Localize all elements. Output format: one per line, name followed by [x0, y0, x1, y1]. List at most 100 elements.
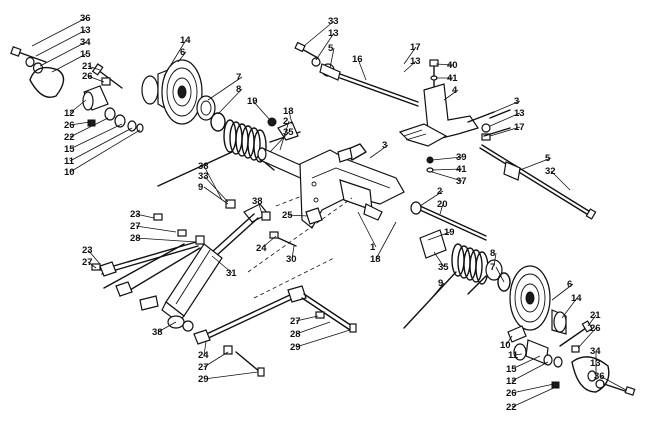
leader-line [135, 225, 177, 233]
part-callout-2: 2 [437, 186, 442, 197]
part-callout-38: 38 [152, 327, 163, 338]
part-callout-4: 4 [452, 85, 458, 96]
leader-line [303, 20, 335, 47]
part-callout-21: 21 [590, 310, 601, 321]
part-callout-21: 21 [82, 61, 93, 72]
reference-line-3 [275, 195, 303, 207]
part-callout-10: 10 [500, 340, 511, 351]
part-callout-15: 15 [506, 364, 517, 375]
part-callout-36: 36 [80, 13, 91, 24]
leader-line [69, 121, 91, 126]
leader-line [551, 283, 574, 301]
leader-line [211, 255, 233, 274]
part-callout-38: 38 [198, 161, 209, 172]
leader-line [288, 110, 293, 125]
lower-links [91, 213, 205, 311]
leader-line [357, 58, 367, 81]
leader-line [291, 245, 295, 260]
part-callout-33: 33 [328, 16, 339, 27]
leader-line [203, 371, 259, 380]
leader-line [329, 47, 335, 69]
part-callout-26: 26 [64, 120, 75, 131]
reference-line-1 [247, 197, 353, 273]
part-callout-31: 31 [226, 268, 237, 279]
leader-line [287, 214, 309, 217]
leader-line [599, 375, 627, 391]
leader-line [295, 329, 351, 348]
part-callout-7: 7 [236, 72, 241, 83]
leader-line [279, 120, 290, 151]
leader-line [87, 65, 101, 71]
leader-line [87, 249, 101, 265]
part-callout-20: 20 [437, 199, 448, 210]
leader-line [433, 251, 445, 268]
callout-leaders [31, 17, 627, 408]
leader-line [493, 100, 521, 113]
part-callout-13: 13 [80, 25, 91, 36]
part-callout-27: 27 [290, 316, 301, 327]
leader-line [511, 355, 541, 370]
shaft-20 [410, 201, 487, 241]
leader-line [375, 221, 397, 260]
part-callout-37: 37 [456, 176, 467, 187]
part-callout-11: 11 [508, 350, 519, 361]
leader-line [135, 237, 197, 243]
part-callout-13: 13 [328, 28, 339, 39]
leader-line [295, 321, 331, 335]
part-callout-7: 7 [490, 262, 495, 273]
leader-line [431, 168, 463, 171]
upper-pivot-shaft [294, 41, 419, 107]
part-callout-33: 33 [198, 171, 209, 182]
part-callout-9: 9 [198, 182, 203, 193]
leader-line [203, 165, 223, 201]
part-callout-2: 2 [283, 116, 288, 127]
part-callout-24: 24 [256, 243, 267, 254]
leader-line [429, 282, 445, 301]
part-callout-26: 26 [506, 388, 517, 399]
leader-line [431, 171, 463, 182]
part-callout-17: 17 [514, 122, 525, 133]
leader-line [427, 231, 451, 241]
part-callout-23: 23 [82, 245, 93, 256]
leader-line [69, 123, 123, 150]
part-callout-22: 22 [64, 132, 75, 143]
part-callout-27: 27 [82, 257, 93, 268]
part-callout-11: 11 [64, 156, 75, 167]
upper-torsion-spring [157, 119, 275, 187]
leader-line [69, 129, 141, 173]
leader-line [217, 88, 243, 115]
leader-line [295, 315, 319, 322]
lower-right-spring-bearing [403, 229, 511, 329]
part-callout-3: 3 [514, 96, 519, 107]
leader-line [135, 213, 155, 219]
part-callout-30: 30 [286, 254, 297, 265]
leader-line [439, 203, 444, 215]
leader-line [435, 63, 454, 66]
leader-line [561, 297, 578, 319]
leader-line [177, 51, 187, 63]
leader-line [431, 156, 463, 161]
part-callout-6: 6 [180, 47, 185, 58]
part-callout-6: 6 [567, 279, 572, 290]
part-callout-9: 9 [438, 278, 443, 289]
leader-line [35, 29, 87, 57]
rocker-hardware-right [467, 109, 511, 141]
part-callout-39: 39 [456, 152, 467, 163]
left-upper-hardware [10, 46, 144, 133]
part-callout-28: 28 [290, 329, 301, 340]
part-callout-19: 19 [444, 227, 455, 238]
part-callout-27: 27 [198, 362, 209, 373]
leader-line [489, 112, 521, 127]
part-callout-26: 26 [590, 323, 601, 334]
leader-line [261, 235, 277, 249]
part-callout-10: 10 [64, 167, 75, 178]
leader-line [203, 351, 229, 368]
leader-line [403, 46, 417, 65]
leader-line [163, 39, 187, 77]
leader-line [252, 100, 271, 121]
part-callout-28: 28 [130, 233, 141, 244]
part-callout-25: 25 [282, 210, 293, 221]
part-callout-35: 35 [283, 127, 294, 138]
leader-line [403, 60, 417, 73]
leader-line [587, 314, 597, 327]
